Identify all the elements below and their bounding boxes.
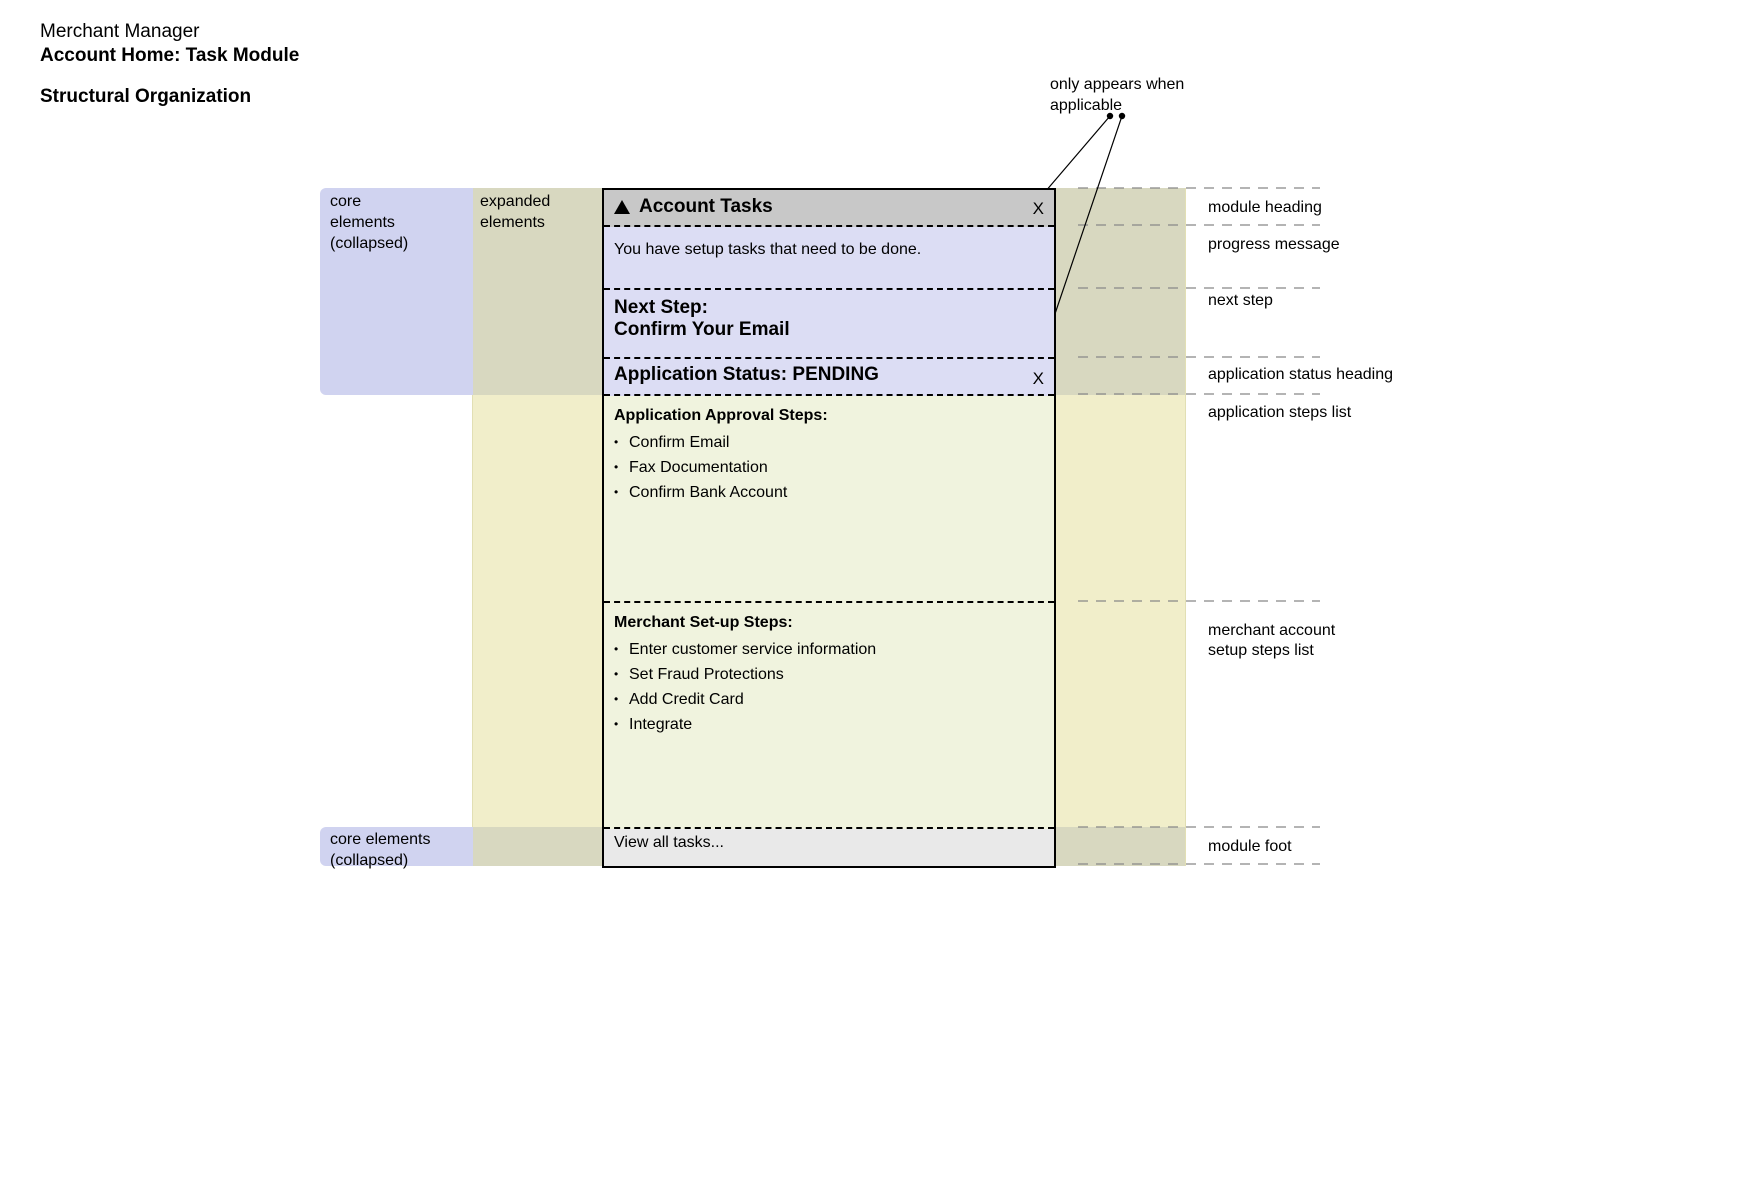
callout-connector-heading [1044,115,1111,193]
account-tasks-module: Account Tasks X You have setup tasks tha… [602,188,1056,868]
status-close-button[interactable]: X [1032,369,1044,388]
next-step: Next Step: Confirm Your Email [604,290,1054,359]
setup-steps: •Enter customer service information •Set… [614,637,1044,737]
list-item[interactable]: •Fax Documentation [614,455,1044,480]
expanded-label: expanded elements [480,193,551,231]
module-heading: Account Tasks X [604,190,1054,227]
page-heading: Merchant Manager Account Home: Task Modu… [40,20,299,109]
progress-message: You have setup tasks that need to be don… [604,227,1054,290]
view-all-tasks-link[interactable]: View all tasks... [614,834,724,851]
core-top-label: core elements (collapsed) [330,193,409,252]
bullet-icon: • [614,485,619,499]
annotation-steps-list: application steps list [1208,404,1352,421]
bullet-icon: • [614,435,619,449]
callout-dot-1 [1106,112,1114,120]
application-status-heading: Application Status: PENDING X [604,359,1054,396]
section-title: Structural Organization [40,86,252,107]
bullet-icon: • [614,642,619,656]
list-item[interactable]: •Confirm Email [614,430,1044,455]
overlap-band-right-top [1054,188,1185,395]
annotation-progress-message: progress message [1208,236,1340,253]
annotation-status-heading: application status heading [1208,366,1394,383]
page-title: Account Home: Task Module [40,45,300,66]
module-collapse-toggle[interactable]: Account Tasks [614,196,773,218]
overlap-band-right-bottom [1054,827,1185,866]
callout-dot-2 [1118,112,1126,120]
approval-steps: •Confirm Email •Fax Documentation •Confi… [614,430,1044,505]
module-heading-text: Account Tasks [639,196,773,217]
setup-steps-title: Merchant Set-up Steps: [614,614,793,631]
merchant-setup-steps-list: Merchant Set-up Steps: •Enter customer s… [604,603,1054,829]
annotation-module-foot: module foot [1208,838,1292,855]
collapse-triangle-icon[interactable] [614,200,630,214]
annotation-module-heading: module heading [1208,199,1322,216]
core-band-top [320,188,473,395]
application-steps-list: Application Approval Steps: •Confirm Ema… [604,396,1054,603]
bullet-icon: • [614,692,619,706]
application-status-text: Application Status: PENDING [614,364,879,385]
next-step-link[interactable]: Confirm Your Email [614,319,790,340]
overlap-band-left-top [472,188,603,395]
applicability-callout: only appears when applicable [1050,76,1185,114]
module-foot: View all tasks... [604,829,1054,866]
core-bottom-label: core elements (collapsed) [330,831,431,869]
core-band-bottom [320,827,473,866]
app-name: Merchant Manager [40,21,200,42]
annotation-merchant-steps: merchant account setup steps list [1208,622,1336,659]
annotation-next-step: next step [1208,292,1273,309]
bullet-icon: • [614,717,619,731]
approval-steps-title: Application Approval Steps: [614,407,828,424]
module-close-button[interactable]: X [1032,199,1044,218]
list-item[interactable]: •Add Credit Card [614,687,1044,712]
next-step-label: Next Step: [614,297,708,318]
overlap-band-left-bottom [472,827,603,866]
bullet-icon: • [614,460,619,474]
list-item[interactable]: •Set Fraud Protections [614,662,1044,687]
list-item[interactable]: •Integrate [614,712,1044,737]
bullet-icon: • [614,667,619,681]
list-item[interactable]: •Confirm Bank Account [614,480,1044,505]
list-item[interactable]: •Enter customer service information [614,637,1044,662]
